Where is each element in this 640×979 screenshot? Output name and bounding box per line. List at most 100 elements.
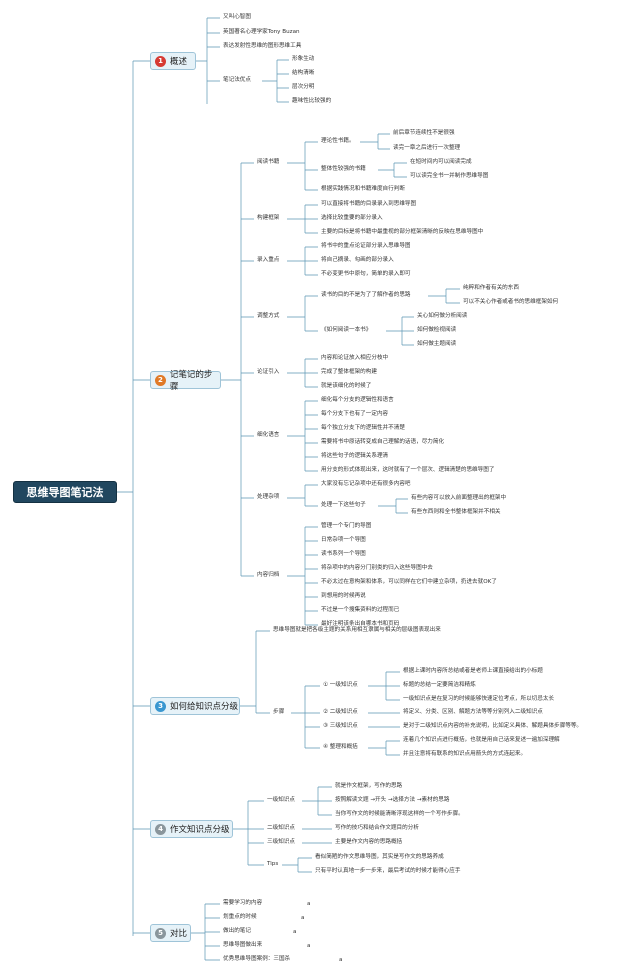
- node: 三级知识点: [267, 839, 295, 845]
- node: 前后章节连续性不是很强: [393, 130, 455, 136]
- link-marker: a: [307, 943, 311, 949]
- section-number-badge: 5: [155, 927, 166, 939]
- node: 只有平时认真地一步一步来，最后考试的时候才能得心应手: [315, 868, 461, 874]
- section-label: 作文知识点分级: [170, 825, 230, 835]
- node: 可以不关心作者或者书的思维框架如何: [463, 299, 559, 305]
- node: 在短时间内可以阅读完成: [410, 159, 472, 165]
- node: 二级知识点: [267, 825, 295, 831]
- branch-node: 调整方式: [257, 313, 280, 319]
- section-grading-node: 3 如何给知识点分级: [150, 697, 240, 715]
- node: 到想用的时候再说: [321, 593, 366, 599]
- node: 将杂项中的内容分门别类的归入这些导图中去: [321, 565, 433, 571]
- node: 看似简陋的作文思维导图，其实是写作文的思路养成: [315, 854, 444, 860]
- branch-node: 录入重点: [257, 257, 280, 263]
- node: 纯粹和作者有关的东西: [463, 285, 519, 291]
- node: 不必太过在意构架和体系，可以同样在它们中建立杂项，扔进去就OK了: [321, 579, 497, 585]
- section-number-badge: 1: [155, 55, 166, 67]
- node: 读书的目的不是为了了解作者的思路: [321, 292, 411, 298]
- branch-node: 阅读书籍: [257, 159, 280, 165]
- branch-node: 论证引入: [257, 369, 280, 375]
- branch-node: 细化语言: [257, 432, 280, 438]
- node: 可以直接将书籍的目录录入到思维导图: [321, 201, 417, 207]
- node: 内容和论证放入相应分枝中: [321, 355, 389, 361]
- section-number-badge: 3: [155, 700, 166, 712]
- branch-node: 处理杂项: [257, 494, 280, 500]
- node: 又叫心智图: [223, 14, 251, 20]
- node: 根据实践情况和书籍难度自行判断: [321, 186, 405, 192]
- node: 如何做主题阅读: [417, 341, 457, 347]
- node: 优秀思维导图案例：三国杀: [223, 956, 291, 962]
- node: 每个独立分支下的逻辑性并不清楚: [321, 425, 405, 431]
- section-label: 记笔记的步骤: [169, 370, 213, 392]
- node: 并且注意将有联系的知识点用箭头的方式连起来。: [403, 751, 527, 757]
- node: 是对于二级知识点内容的补充说明，比如定义具体、解题具体步骤等等。: [403, 723, 583, 729]
- section-label: 概述: [170, 57, 188, 67]
- section-number-badge: 4: [155, 823, 166, 835]
- node: 做出的笔记: [223, 928, 251, 934]
- node: 步骤: [273, 709, 285, 715]
- node: 笔记法优点: [223, 77, 251, 83]
- node: 细化每个分支的逻辑性和语言: [321, 397, 394, 403]
- node: 思维导图就是把各级主题的关系用相互隶属与相关的层级图表现出来: [273, 627, 441, 633]
- node: 日常杂项一个导图: [321, 537, 366, 543]
- node: 标题的总结一定要简洁和精炼: [403, 682, 476, 688]
- node: 连着几个知识点进行概括，也就是用自己话来复述一遍加深理解: [403, 737, 560, 743]
- node: 将自己摘录、勾画的部分录入: [321, 257, 394, 263]
- node: 将这些句子的逻辑关系理清: [321, 453, 389, 459]
- link-marker: a: [301, 915, 305, 921]
- node: ① 一级知识点: [323, 682, 358, 688]
- node: 层次分明: [292, 84, 315, 90]
- node: 大家没有忘记杂项中还有很多内容吧: [321, 481, 411, 487]
- node: 不必变更书中原句，简单的录入即可: [321, 271, 411, 277]
- section-steps-node: 2 记笔记的步骤: [150, 370, 221, 392]
- node: 按照解读文题 →开头 →选择方法 →素材的思路: [335, 797, 450, 803]
- node: 需要学习的内容: [223, 900, 263, 906]
- node: 就是作文框架，写作的思路: [335, 783, 403, 789]
- node: 整体性较强的书籍: [321, 166, 366, 172]
- node: 一级知识点: [267, 797, 295, 803]
- section-label: 对比: [170, 929, 188, 939]
- node: 处理一下这些句子: [321, 502, 366, 508]
- node: 根据上课时内容所总结或者是老师上课直接给出的小标题: [403, 668, 543, 674]
- root-node: 思维导图笔记法: [13, 481, 117, 503]
- node: 理论性书籍。: [321, 138, 355, 144]
- node: 如何做检视阅读: [417, 327, 457, 333]
- node: 主要是作文内容的思路概括: [335, 839, 403, 845]
- node: ② 二级知识点: [323, 709, 358, 715]
- section-label: 如何给知识点分级: [170, 702, 239, 712]
- node: 形象生动: [292, 56, 315, 62]
- node: 将定义、分类、区别、解题方法等等分别列入二级知识点: [403, 709, 543, 715]
- link-marker: a: [293, 929, 297, 935]
- node: 每个分支下也有了一定内容: [321, 411, 389, 417]
- node: 主要的目标是将书籍中最重视的部分框架清晰的反映在思维导图中: [321, 229, 484, 235]
- node: 用分支的形式体现出来，这时就有了一个层次、逻辑清楚的思维导图了: [321, 467, 495, 473]
- node: 就是该细化的时候了: [321, 383, 372, 389]
- node: 读完一章之后进行一次整理: [393, 145, 461, 151]
- link-marker: a: [307, 901, 311, 907]
- node: 完成了整体框架的构建: [321, 369, 377, 375]
- node: 写作的技巧和结合作文题目的分析: [335, 825, 419, 831]
- node: 最好注明该条出自哪本书和页码: [321, 621, 400, 627]
- node: ④ 整理和概括: [323, 744, 358, 750]
- node: 《如何阅读一本书》: [321, 327, 372, 333]
- section-overview-node: 1 概述: [150, 52, 196, 70]
- node: 管理一个专门的导图: [321, 523, 372, 529]
- node: 读书系列一个导图: [321, 551, 366, 557]
- node: 需要将书中原话转变成自己理解的话语，尽力简化: [321, 439, 445, 445]
- node: 选择比较重要的部分录入: [321, 215, 383, 221]
- node: 表达发射性思维的图形思维工具: [223, 43, 302, 49]
- node: 可以读完全书一并制作思维导图: [410, 173, 489, 179]
- node: 不过是一个搜集资料的过程而已: [321, 607, 400, 613]
- node: 将书中的重点论证部分录入思维导图: [321, 243, 411, 249]
- branch-node: 内容归档: [257, 572, 280, 578]
- section-essay-node: 4 作文知识点分级: [150, 820, 233, 838]
- node: 关心如何做分析阅读: [417, 313, 468, 319]
- node: 有些内容可以放入前面整理出的框架中: [411, 495, 507, 501]
- node: 英国著名心理学家Tony Buzan: [223, 29, 300, 35]
- branch-node: 构建框架: [257, 215, 280, 221]
- node: ③ 三级知识点: [323, 723, 358, 729]
- section-number-badge: 2: [155, 374, 166, 386]
- node: Tips: [267, 861, 279, 867]
- node: 趣味性比较强的: [292, 98, 332, 104]
